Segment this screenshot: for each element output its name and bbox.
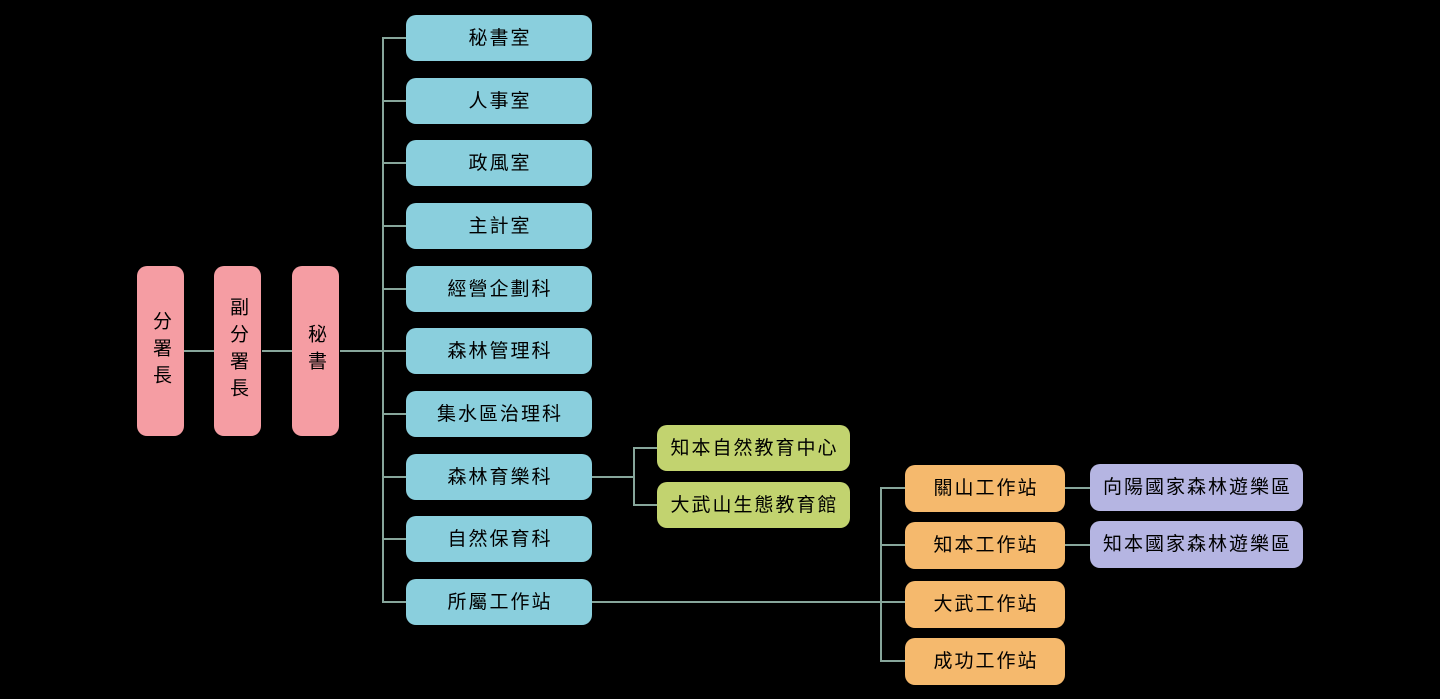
connector-line [382, 476, 406, 478]
connector-line [183, 350, 215, 352]
node-accounting-office: 主計室 [406, 203, 592, 249]
node-chenggong-work-station: 成功工作站 [905, 638, 1065, 685]
connector-line [340, 350, 406, 352]
node-dawushan-ecology-education-hall: 大武山生態教育館 [657, 482, 850, 528]
connector-line [880, 660, 905, 662]
connector-line [1065, 487, 1090, 489]
connector-line [382, 37, 384, 603]
connector-line [880, 544, 905, 546]
connector-line [1065, 544, 1090, 546]
node-zhiben-nature-education-center: 知本自然教育中心 [657, 425, 850, 471]
node-civil-ethics-office: 政風室 [406, 140, 592, 186]
node-nature-conservation-section: 自然保育科 [406, 516, 592, 562]
connector-line [880, 487, 905, 489]
connector-line [382, 225, 406, 227]
node-guanshan-work-station: 關山工作站 [905, 465, 1065, 512]
connector-line [880, 487, 882, 662]
connector-line [633, 504, 657, 506]
connector-line [382, 100, 406, 102]
node-branch-director: 分署長 [137, 266, 184, 436]
node-zhiben-forest-recreation-area: 知本國家森林遊樂區 [1090, 521, 1303, 568]
connector-line [382, 601, 406, 603]
node-secretariat-office: 秘書室 [406, 15, 592, 61]
connector-line [633, 447, 635, 506]
connector-line [262, 350, 293, 352]
connector-line [633, 447, 657, 449]
node-business-planning-section: 經營企劃科 [406, 266, 592, 312]
node-dawu-work-station: 大武工作站 [905, 581, 1065, 628]
connector-line [382, 288, 406, 290]
node-secretary: 秘書 [292, 266, 339, 436]
connector-line [382, 538, 406, 540]
connector-line [382, 162, 406, 164]
node-forest-management-section: 森林管理科 [406, 328, 592, 374]
connector-line [592, 601, 905, 603]
node-personnel-office: 人事室 [406, 78, 592, 124]
node-deputy-branch-director: 副分署長 [214, 266, 261, 436]
node-zhiben-work-station: 知本工作站 [905, 522, 1065, 569]
connector-line [382, 37, 406, 39]
connector-line [592, 476, 635, 478]
node-forest-recreation-section: 森林育樂科 [406, 454, 592, 500]
connector-line [382, 413, 406, 415]
node-work-stations: 所屬工作站 [406, 579, 592, 625]
node-watershed-management-section: 集水區治理科 [406, 391, 592, 437]
node-xiangyang-forest-recreation-area: 向陽國家森林遊樂區 [1090, 464, 1303, 511]
